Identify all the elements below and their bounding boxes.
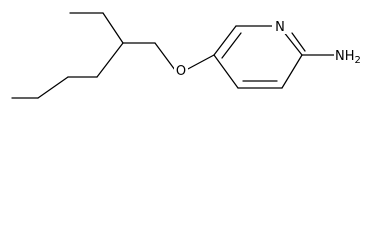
bond-hexyl-c3-c2 (96, 42, 124, 78)
bond-oxygen-ring (185, 54, 215, 71)
chemical-structure: O N NH2 (11, 12, 364, 99)
amine-label-background (334, 46, 364, 64)
bond-ring-c5-c6-double (221, 32, 242, 59)
nitrogen-label-background (272, 18, 288, 34)
structure-canvas: O N NH2 (0, 0, 366, 111)
bond-branch-c2-ethyl (102, 12, 124, 44)
bond-ring-c2-c3 (281, 54, 303, 89)
bond-ring-c5-c6 (213, 25, 237, 56)
amine-group-label: NH2 (335, 49, 361, 66)
amine-subscript-label: 2 (355, 55, 361, 66)
nitrogen-atom-label: N (275, 20, 285, 35)
bond-ring-n1-c2-double (291, 32, 306, 52)
bond-c1-oxygen (154, 42, 176, 71)
bond-ring-c4-c5 (213, 54, 239, 89)
bond-ring-n1-c2 (282, 30, 303, 56)
amine-nh-label: NH (335, 49, 355, 64)
oxygen-label-background (174, 62, 188, 78)
oxygen-atom-label: O (176, 64, 186, 79)
bond-hexyl-c5-c4 (37, 76, 69, 99)
